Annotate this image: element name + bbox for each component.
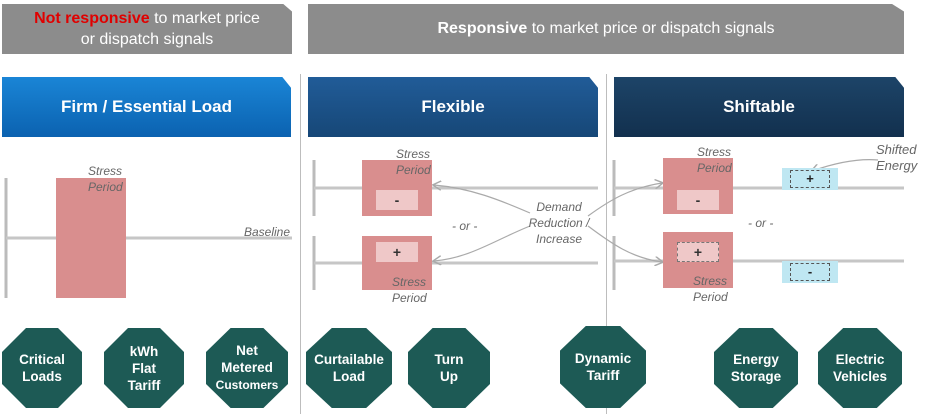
badge-line1: Critical — [19, 352, 65, 367]
shift-top-minus: - — [677, 190, 719, 210]
not-responsive-line2: or dispatch signals — [80, 31, 214, 48]
divider-right — [606, 74, 607, 414]
shift-bottom-stress-label: Stress Period — [693, 273, 728, 305]
badge-line2: Loads — [22, 369, 62, 384]
shifted-line2: Energy — [876, 158, 918, 173]
flex-or-label: - or - — [452, 219, 478, 233]
responsive-label: Responsive — [437, 20, 528, 37]
demand-line3: Increase — [535, 232, 583, 246]
badge-line1: Electric — [835, 352, 885, 367]
badge-line1: Net — [236, 343, 258, 358]
category-shiftable: Shiftable — [614, 77, 904, 137]
badge-line2: Storage — [730, 369, 782, 384]
category-shiftable-label: Shiftable — [723, 97, 795, 116]
demand-label: Demand Reduction / Increase — [522, 199, 596, 247]
demand-line1: Demand — [536, 200, 582, 214]
stress-text: Stress — [693, 274, 728, 288]
period-text: Period — [697, 161, 732, 175]
shift-bottom-plus: + — [677, 242, 719, 262]
category-flexible: Flexible — [308, 77, 598, 137]
stress-text: Stress — [392, 275, 427, 289]
category-firm-label: Firm / Essential Load — [61, 97, 232, 116]
minus-text: - — [807, 264, 813, 279]
plus-text: + — [806, 171, 814, 186]
badge-line2: Flat — [131, 360, 156, 376]
badge-line1: kWh — [129, 343, 159, 359]
badge-line2: Metered — [221, 360, 273, 375]
shifted-plus-box: + — [782, 168, 838, 190]
badge-line2: Up — [440, 369, 458, 384]
shifted-minus-box: - — [782, 261, 838, 283]
badge-line1: Turn — [434, 352, 464, 367]
badge-line1: Energy — [733, 352, 779, 367]
badge-line2: Vehicles — [832, 369, 888, 384]
plus-text: + — [693, 244, 703, 260]
header-not-responsive: Not responsive to market price or dispat… — [2, 4, 292, 54]
period-text: Period — [396, 163, 431, 177]
plus-text: + — [392, 244, 402, 260]
demand-line2: Reduction / — [528, 216, 590, 230]
flex-top-stress-label: Stress Period — [396, 146, 431, 178]
header-responsive: Responsive to market price or dispatch s… — [308, 4, 904, 54]
period-text: Period — [693, 290, 728, 304]
category-flexible-label: Flexible — [421, 97, 485, 116]
shifted-energy-label: Shifted Energy — [876, 142, 917, 174]
responsive-rest: to market price or dispatch signals — [531, 20, 775, 37]
shifted-line1: Shifted — [876, 142, 917, 157]
stress-text: Stress — [88, 164, 123, 178]
badge-line2: Tariff — [586, 368, 620, 383]
firm-stress-block — [56, 178, 126, 298]
badge-line1: Dynamic — [574, 351, 632, 366]
flex-bottom-stress-label: Stress Period — [392, 274, 427, 306]
stress-text: Stress — [396, 147, 431, 161]
baseline-label: Baseline — [244, 225, 291, 239]
badge-line1: Curtailable — [314, 352, 384, 367]
category-firm: Firm / Essential Load — [2, 77, 291, 137]
shift-top-stress-label: Stress Period — [697, 144, 732, 176]
divider-left — [300, 74, 301, 414]
period-text: Period — [392, 291, 427, 305]
badge-line3: Tariff — [127, 377, 161, 393]
flex-bottom-plus: + — [376, 242, 418, 262]
minus-text: - — [695, 192, 701, 208]
shift-or-label: - or - — [748, 216, 774, 230]
flex-top-minus: - — [376, 190, 418, 210]
badge-line3: Customers — [215, 378, 279, 392]
minus-text: - — [394, 192, 400, 208]
not-responsive-rest: to market price — [154, 10, 260, 27]
period-text: Period — [88, 180, 123, 194]
not-responsive-label: Not responsive — [34, 10, 150, 27]
stress-text: Stress — [697, 145, 732, 159]
firm-stress-label: Stress Period — [88, 163, 123, 195]
badge-line2: Load — [332, 369, 366, 384]
